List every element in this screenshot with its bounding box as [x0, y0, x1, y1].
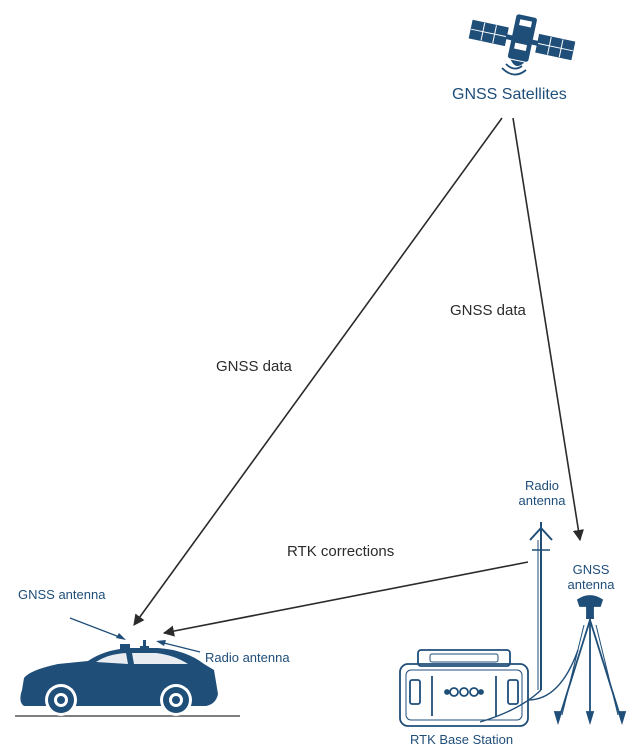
- tripod-antenna-icon: [553, 595, 627, 726]
- satellite-icon: [468, 14, 576, 76]
- base-radio-antenna-label: Radio antenna: [510, 478, 574, 509]
- car-icon: [15, 640, 240, 717]
- car-gnss-antenna-pointer: [69, 617, 123, 639]
- car-radio-antenna-label: Radio antenna: [205, 650, 290, 665]
- car-radio-antenna-pointer: [159, 641, 201, 653]
- base-gnss-antenna-label-line1: GNSS: [572, 562, 610, 577]
- gnss-data-arrow-to-car: [133, 117, 503, 626]
- rtk-corrections-label: RTK corrections: [287, 543, 395, 560]
- base-station-case-icon: [399, 649, 579, 727]
- gnss-data-label-left: GNSS data: [216, 358, 292, 375]
- rtk-corrections-arrow: [162, 561, 529, 637]
- gnss-data-arrow-to-base: [512, 117, 584, 542]
- base-gnss-antenna-label-line2: antenna: [567, 576, 615, 592]
- satellites-label: GNSS Satellites: [452, 86, 567, 103]
- gnss-data-label-right: GNSS data: [450, 302, 526, 319]
- base-station-label: RTK Base Station: [410, 732, 514, 747]
- base-gnss-antenna-label: GNSS antenna: [560, 562, 622, 593]
- base-radio-antenna-label-line2: antenna: [518, 492, 566, 508]
- radio-mast-icon: [479, 522, 553, 723]
- car-gnss-antenna-label: GNSS antenna: [18, 587, 106, 602]
- base-radio-antenna-label-line1: Radio: [525, 478, 559, 493]
